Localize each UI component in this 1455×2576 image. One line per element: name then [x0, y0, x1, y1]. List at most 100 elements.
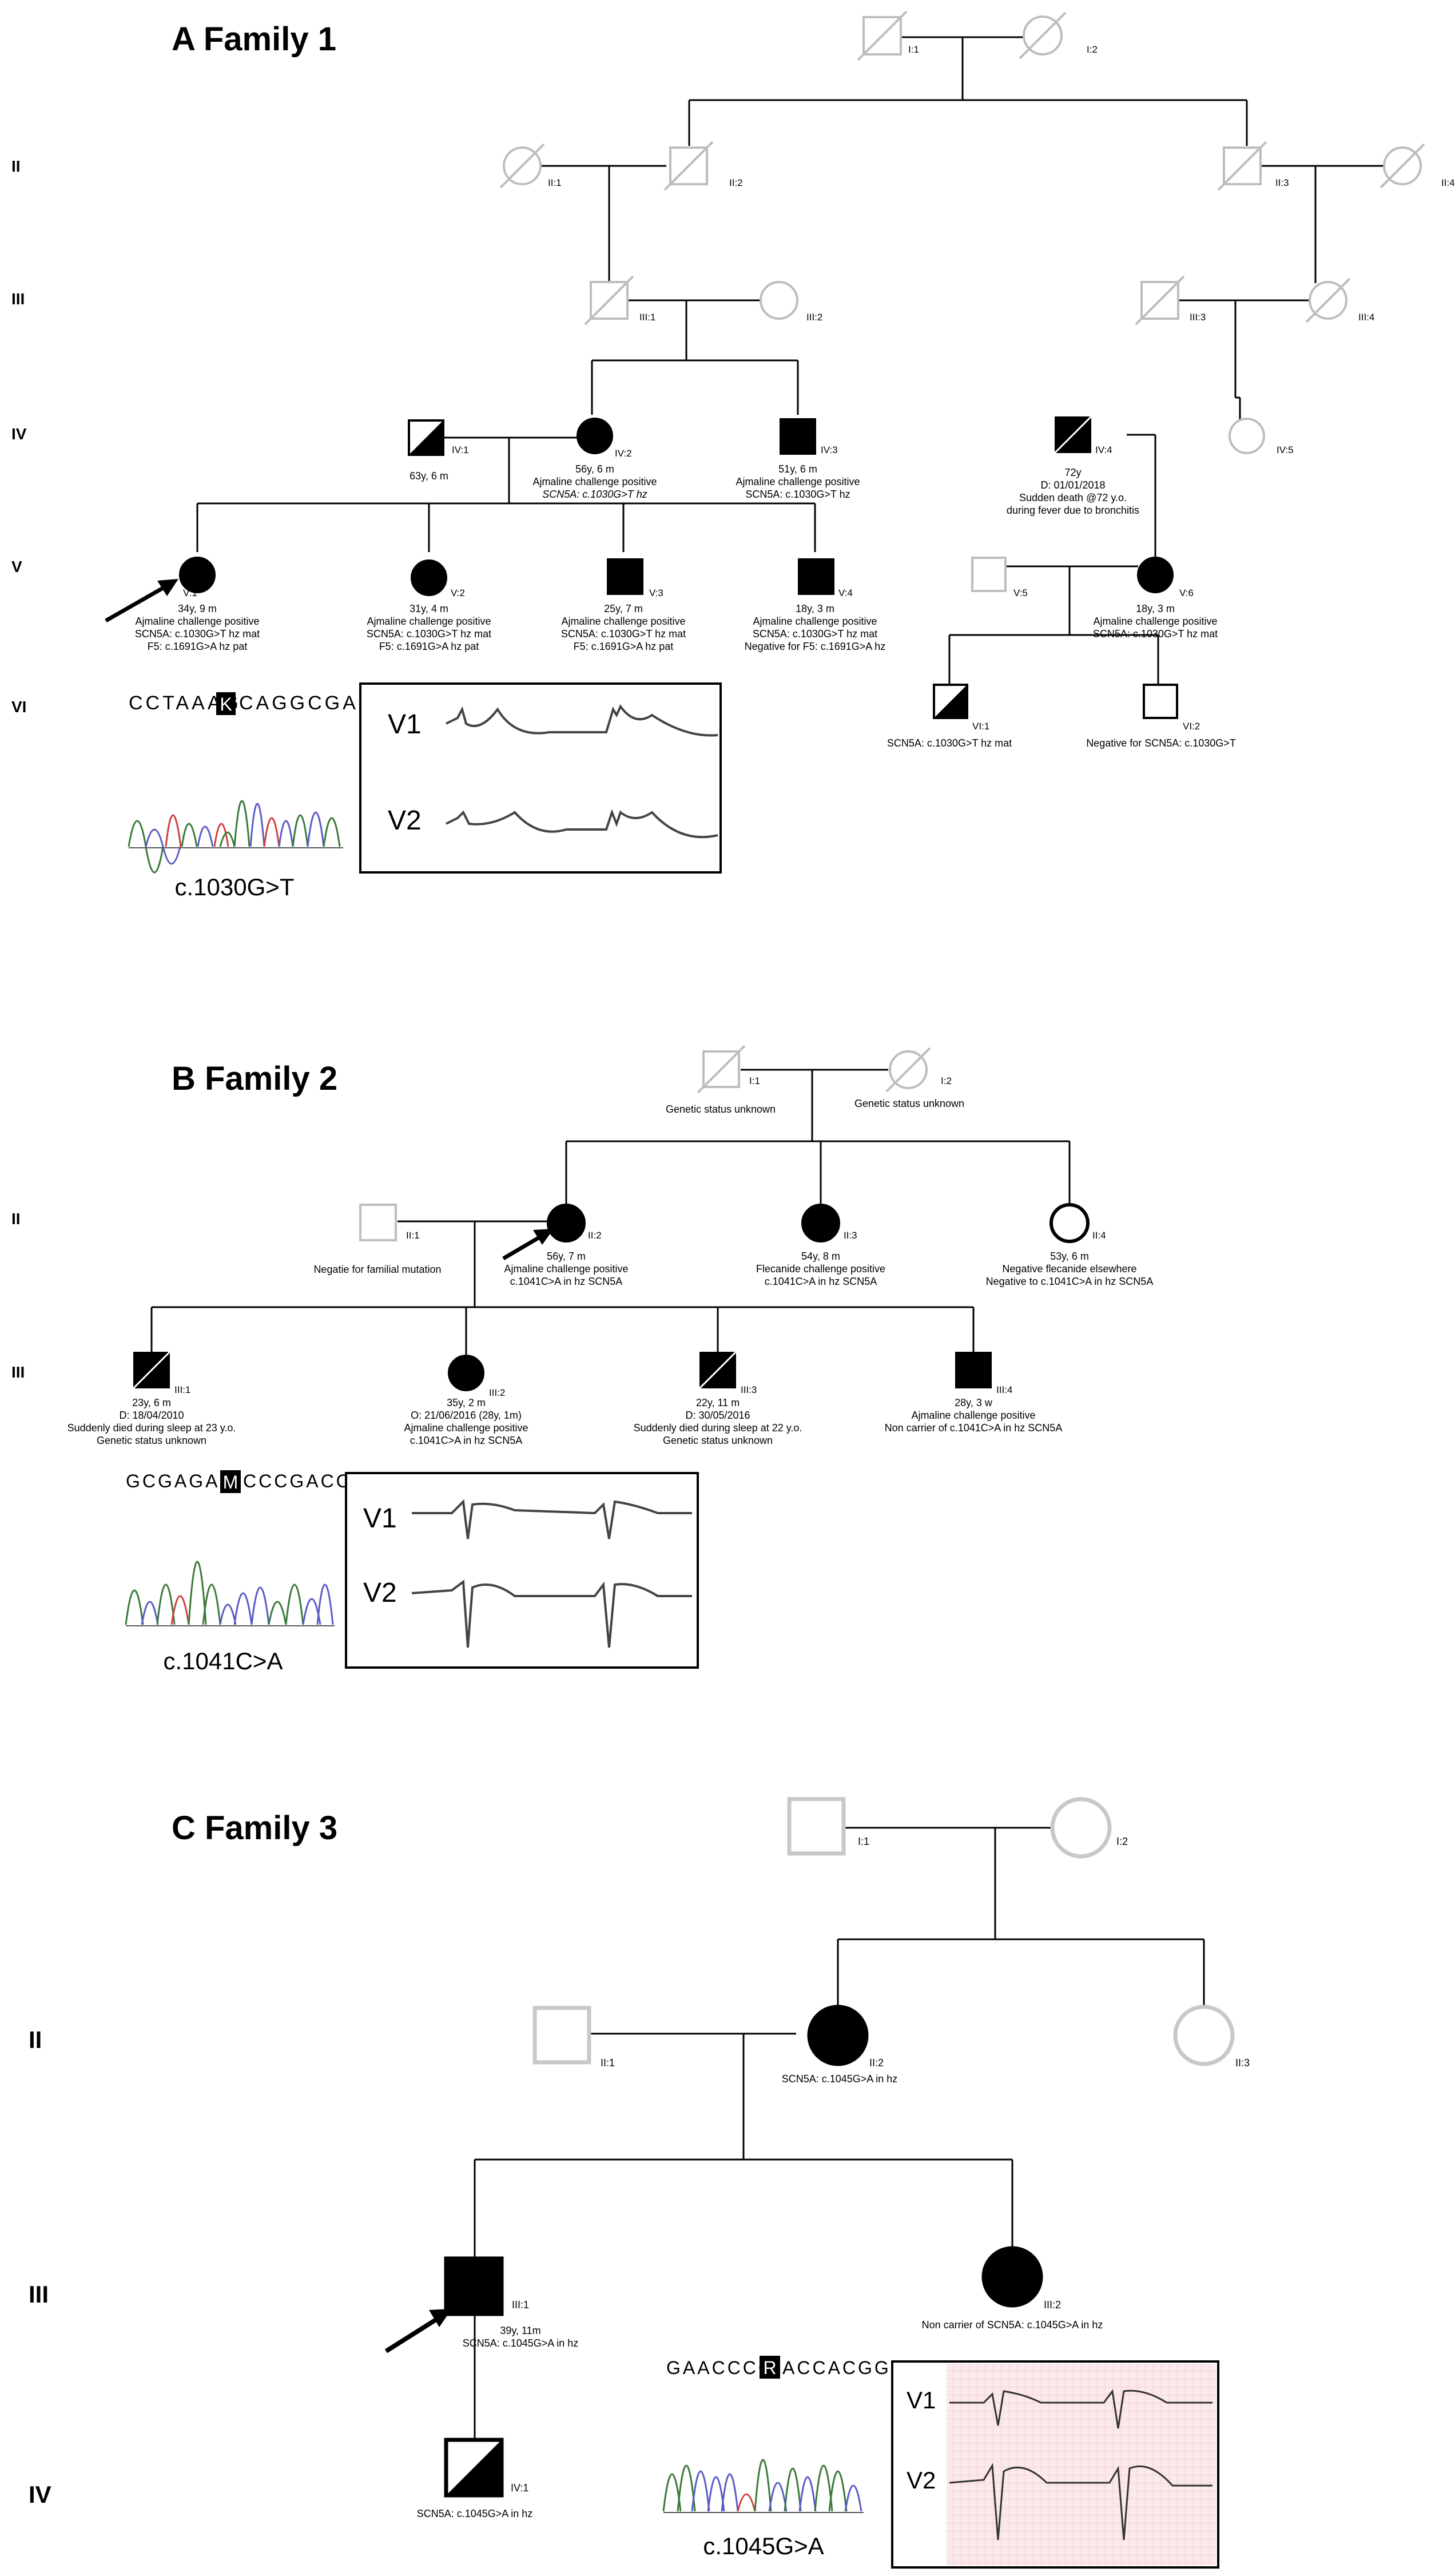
annotation-line: Genetic status unknown — [97, 1435, 206, 1446]
sequence-highlight: K — [220, 694, 232, 715]
individual-id: VI:2 — [1183, 721, 1200, 732]
male-symbol — [532, 2006, 591, 2065]
individual-id: II:3 — [1275, 177, 1289, 188]
affected-male-symbol — [955, 1352, 992, 1388]
individual-id: I:1 — [858, 1836, 869, 1847]
sequence-before: GCGAGAA — [126, 1471, 234, 1491]
ecg-lead-label: V2 — [907, 2467, 936, 2494]
generation-label: II — [11, 1210, 21, 1228]
panel-a-family-1: A Family 1 II III IV V VI — [11, 10, 1455, 900]
ecg-panel-a: V1 V2 — [359, 682, 722, 874]
sequence-after: CCCGACCA — [243, 1471, 366, 1491]
ecg-panel-c: V1 V2 — [891, 2360, 1219, 2569]
annotation-line: Ajmaline challenge positive — [561, 616, 685, 627]
generation-label: III — [29, 2281, 49, 2308]
annotation-line: Genetic status unknown — [663, 1435, 773, 1446]
annotation-line: Negative to c.1041C>A in hz SCN5A — [986, 1276, 1154, 1287]
individual-id: V:1 — [183, 588, 197, 598]
annotation-line: Ajmaline challenge positive — [911, 1410, 1035, 1421]
affected-female-symbol — [1137, 557, 1174, 593]
annotation-line: Suddenly died during sleep at 22 y.o. — [634, 1422, 802, 1434]
individual-id: II:2 — [729, 177, 743, 188]
male-symbol — [1143, 684, 1178, 719]
ecg-lead-label: V2 — [363, 1578, 397, 1608]
annotation-line: SCN5A: c.1045G>A in hz — [463, 2337, 579, 2349]
annotation-line: 34y, 9 m — [178, 603, 217, 614]
annotation-line: D: 30/05/2016 — [685, 1410, 750, 1421]
annotation-line: Ajmaline challenge positive — [367, 616, 491, 627]
annotation-line: Flecanide challenge positive — [756, 1263, 885, 1275]
individual-id: I:2 — [1087, 44, 1098, 55]
chromatogram-b: GCGAGAA M CCCGACCA c.1041C>A — [125, 1470, 366, 1674]
individual-id: III:3 — [741, 1384, 757, 1395]
annotation-line: Genetic status unknown — [666, 1104, 776, 1115]
individual-id: I:1 — [749, 1075, 760, 1086]
annotation-line: Sudden death @72 y.o. — [1019, 492, 1127, 503]
individual-id: II:3 — [1235, 2057, 1250, 2069]
ecg-lead-label: V1 — [907, 2387, 936, 2414]
individual-id: II:1 — [406, 1230, 420, 1241]
annotation-line: Genetic status unknown — [854, 1098, 964, 1109]
annotation-line: Ajmaline challenge positive — [753, 616, 877, 627]
annotation-line: Ajmaline challenge positive — [504, 1263, 628, 1275]
annotation-line: 56y, 7 m — [547, 1251, 586, 1262]
annotation-line: Ajmaline challenge positive — [135, 616, 259, 627]
female-symbol — [1229, 418, 1265, 454]
individual-id: VI:1 — [972, 721, 989, 732]
generation-label: V — [11, 558, 22, 575]
individual-id: IV:4 — [1095, 444, 1112, 455]
annotation-line: 39y, 11m — [500, 2325, 540, 2336]
female-symbol — [1049, 1203, 1090, 1243]
annotation-line: 18y, 3 m — [796, 603, 834, 614]
annotation-line: c.1041C>A in hz SCN5A — [510, 1276, 623, 1287]
affected-female-symbol — [577, 418, 613, 454]
individual-id: III:2 — [489, 1387, 505, 1398]
pedigree-lines — [474, 1827, 1205, 2440]
affected-male-symbol — [798, 558, 834, 595]
pedigree-lines — [150, 1069, 1071, 1359]
individual-id: IV:5 — [1277, 444, 1294, 455]
annotation-line: 31y, 4 m — [410, 603, 448, 614]
generation-label: IV — [29, 2481, 51, 2508]
sequence-highlight: R — [763, 2357, 776, 2378]
affected-female-symbol — [448, 1355, 484, 1391]
individual-id: III:1 — [512, 2299, 529, 2311]
proband-arrow — [502, 1229, 554, 1261]
annotation-line: Negatie for familial mutation — [313, 1264, 441, 1275]
annotation-line: during fever due to bronchitis — [1007, 505, 1139, 516]
affected-female-symbol — [801, 1204, 840, 1243]
individual-id: II:1 — [548, 177, 562, 188]
affected-male-symbol — [780, 418, 816, 455]
individual-id: I:1 — [908, 44, 919, 55]
panel-c-title: C Family 3 — [172, 1809, 337, 1847]
affected-female-proband-symbol — [547, 1204, 586, 1243]
female-symbol — [760, 281, 798, 320]
individual-id: II:3 — [844, 1230, 857, 1241]
annotation-line: Ajmaline challenge positive — [532, 476, 657, 487]
affected-male-symbol — [607, 558, 643, 595]
individual-id: III:1 — [174, 1384, 190, 1395]
individual-id: V:6 — [1179, 588, 1194, 598]
panel-a-title: A Family 1 — [172, 21, 336, 58]
chromatogram-a: CCTAAAG K CAGGCGA c.1030G>T — [128, 692, 356, 900]
annotation-line: F5: c.1691G>A hz pat — [148, 641, 248, 652]
annotation-line: D: 18/04/2010 — [119, 1410, 184, 1421]
generation-label: VI — [11, 698, 26, 716]
annotation-line: SCN5A: c.1030G>T hz — [542, 489, 647, 500]
individual-id: V:3 — [649, 588, 663, 598]
annotation-line: Ajmaline challenge positive — [736, 476, 860, 487]
mutation-label: c.1045G>A — [703, 2533, 824, 2559]
generation-label: IV — [11, 425, 27, 443]
individual-id: IV:1 — [452, 444, 469, 455]
individual-id: II:4 — [1092, 1230, 1106, 1241]
annotation-line: 56y, 6 m — [575, 463, 614, 475]
individual-id: I:2 — [941, 1075, 952, 1086]
